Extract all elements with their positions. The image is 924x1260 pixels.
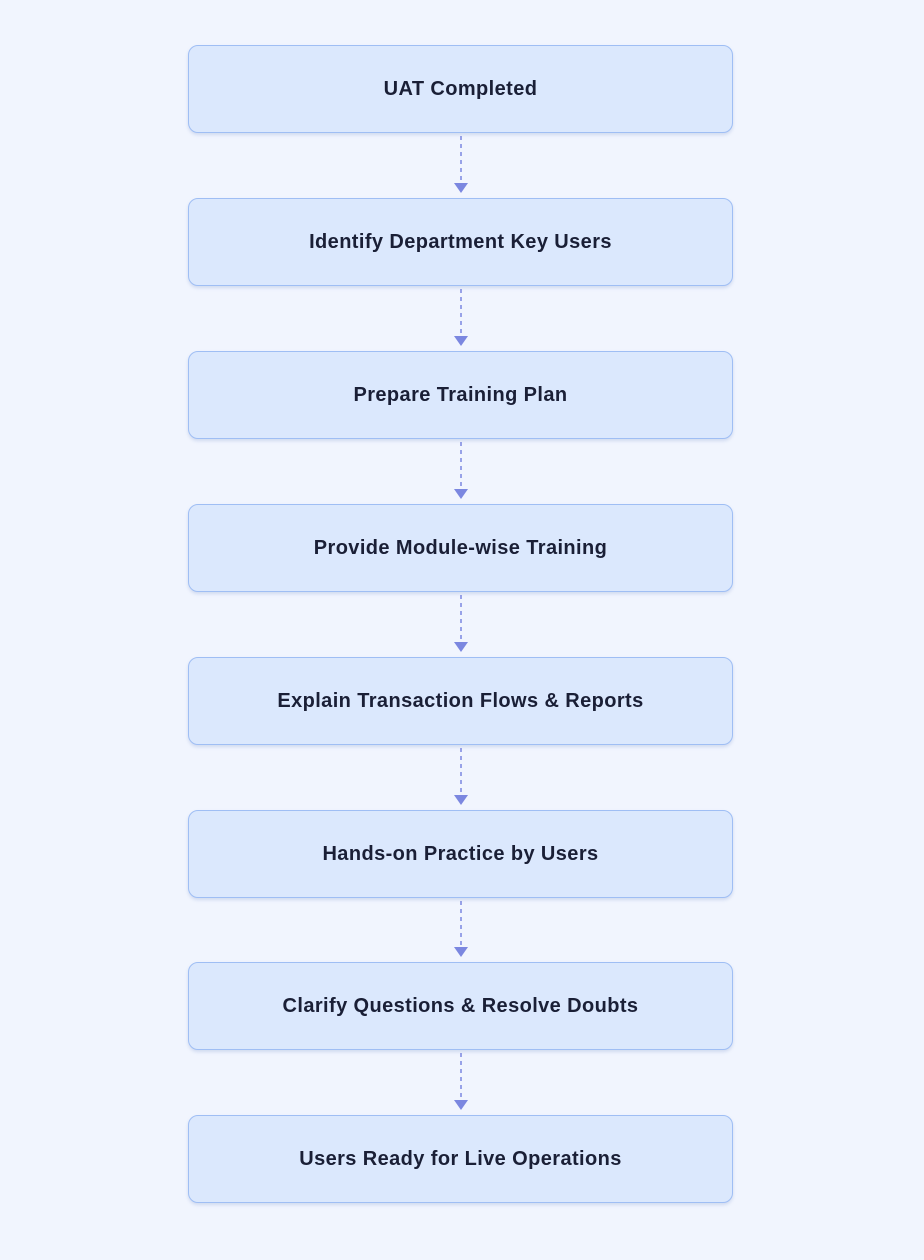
step-box-5: Explain Transaction Flows & Reports (188, 657, 733, 745)
step-label-4: Provide Module-wise Training (313, 536, 608, 559)
step-label-2: Identify Department Key Users (309, 230, 612, 253)
step-label-8: Users Ready for Live Operations (299, 1147, 622, 1170)
step-label-7: Clarify Questions & Resolve Doubts (282, 994, 639, 1017)
connector-arrowhead-6 (454, 947, 468, 957)
step-box-6: Hands-on Practice by Users (188, 810, 733, 898)
connector-arrowhead-5 (454, 795, 468, 805)
step-box-7: Clarify Questions & Resolve Doubts (188, 962, 733, 1050)
connector-arrowhead-2 (454, 336, 468, 346)
step-box-1: UAT Completed (188, 45, 733, 133)
step-box-4: Provide Module-wise Training (188, 504, 733, 592)
step-box-3: Prepare Training Plan (188, 351, 733, 439)
step-box-8: Users Ready for Live Operations (188, 1115, 733, 1203)
step-box-2: Identify Department Key Users (188, 198, 733, 286)
step-label-3: Prepare Training Plan (353, 383, 568, 406)
connector-arrowhead-7 (454, 1100, 468, 1110)
step-label-5: Explain Transaction Flows & Reports (277, 689, 644, 712)
connector-arrowhead-4 (454, 642, 468, 652)
step-label-6: Hands-on Practice by Users (322, 842, 599, 865)
connector-arrowhead-1 (454, 183, 468, 193)
step-label-1: UAT Completed (383, 77, 538, 100)
connector-arrowhead-3 (454, 489, 468, 499)
